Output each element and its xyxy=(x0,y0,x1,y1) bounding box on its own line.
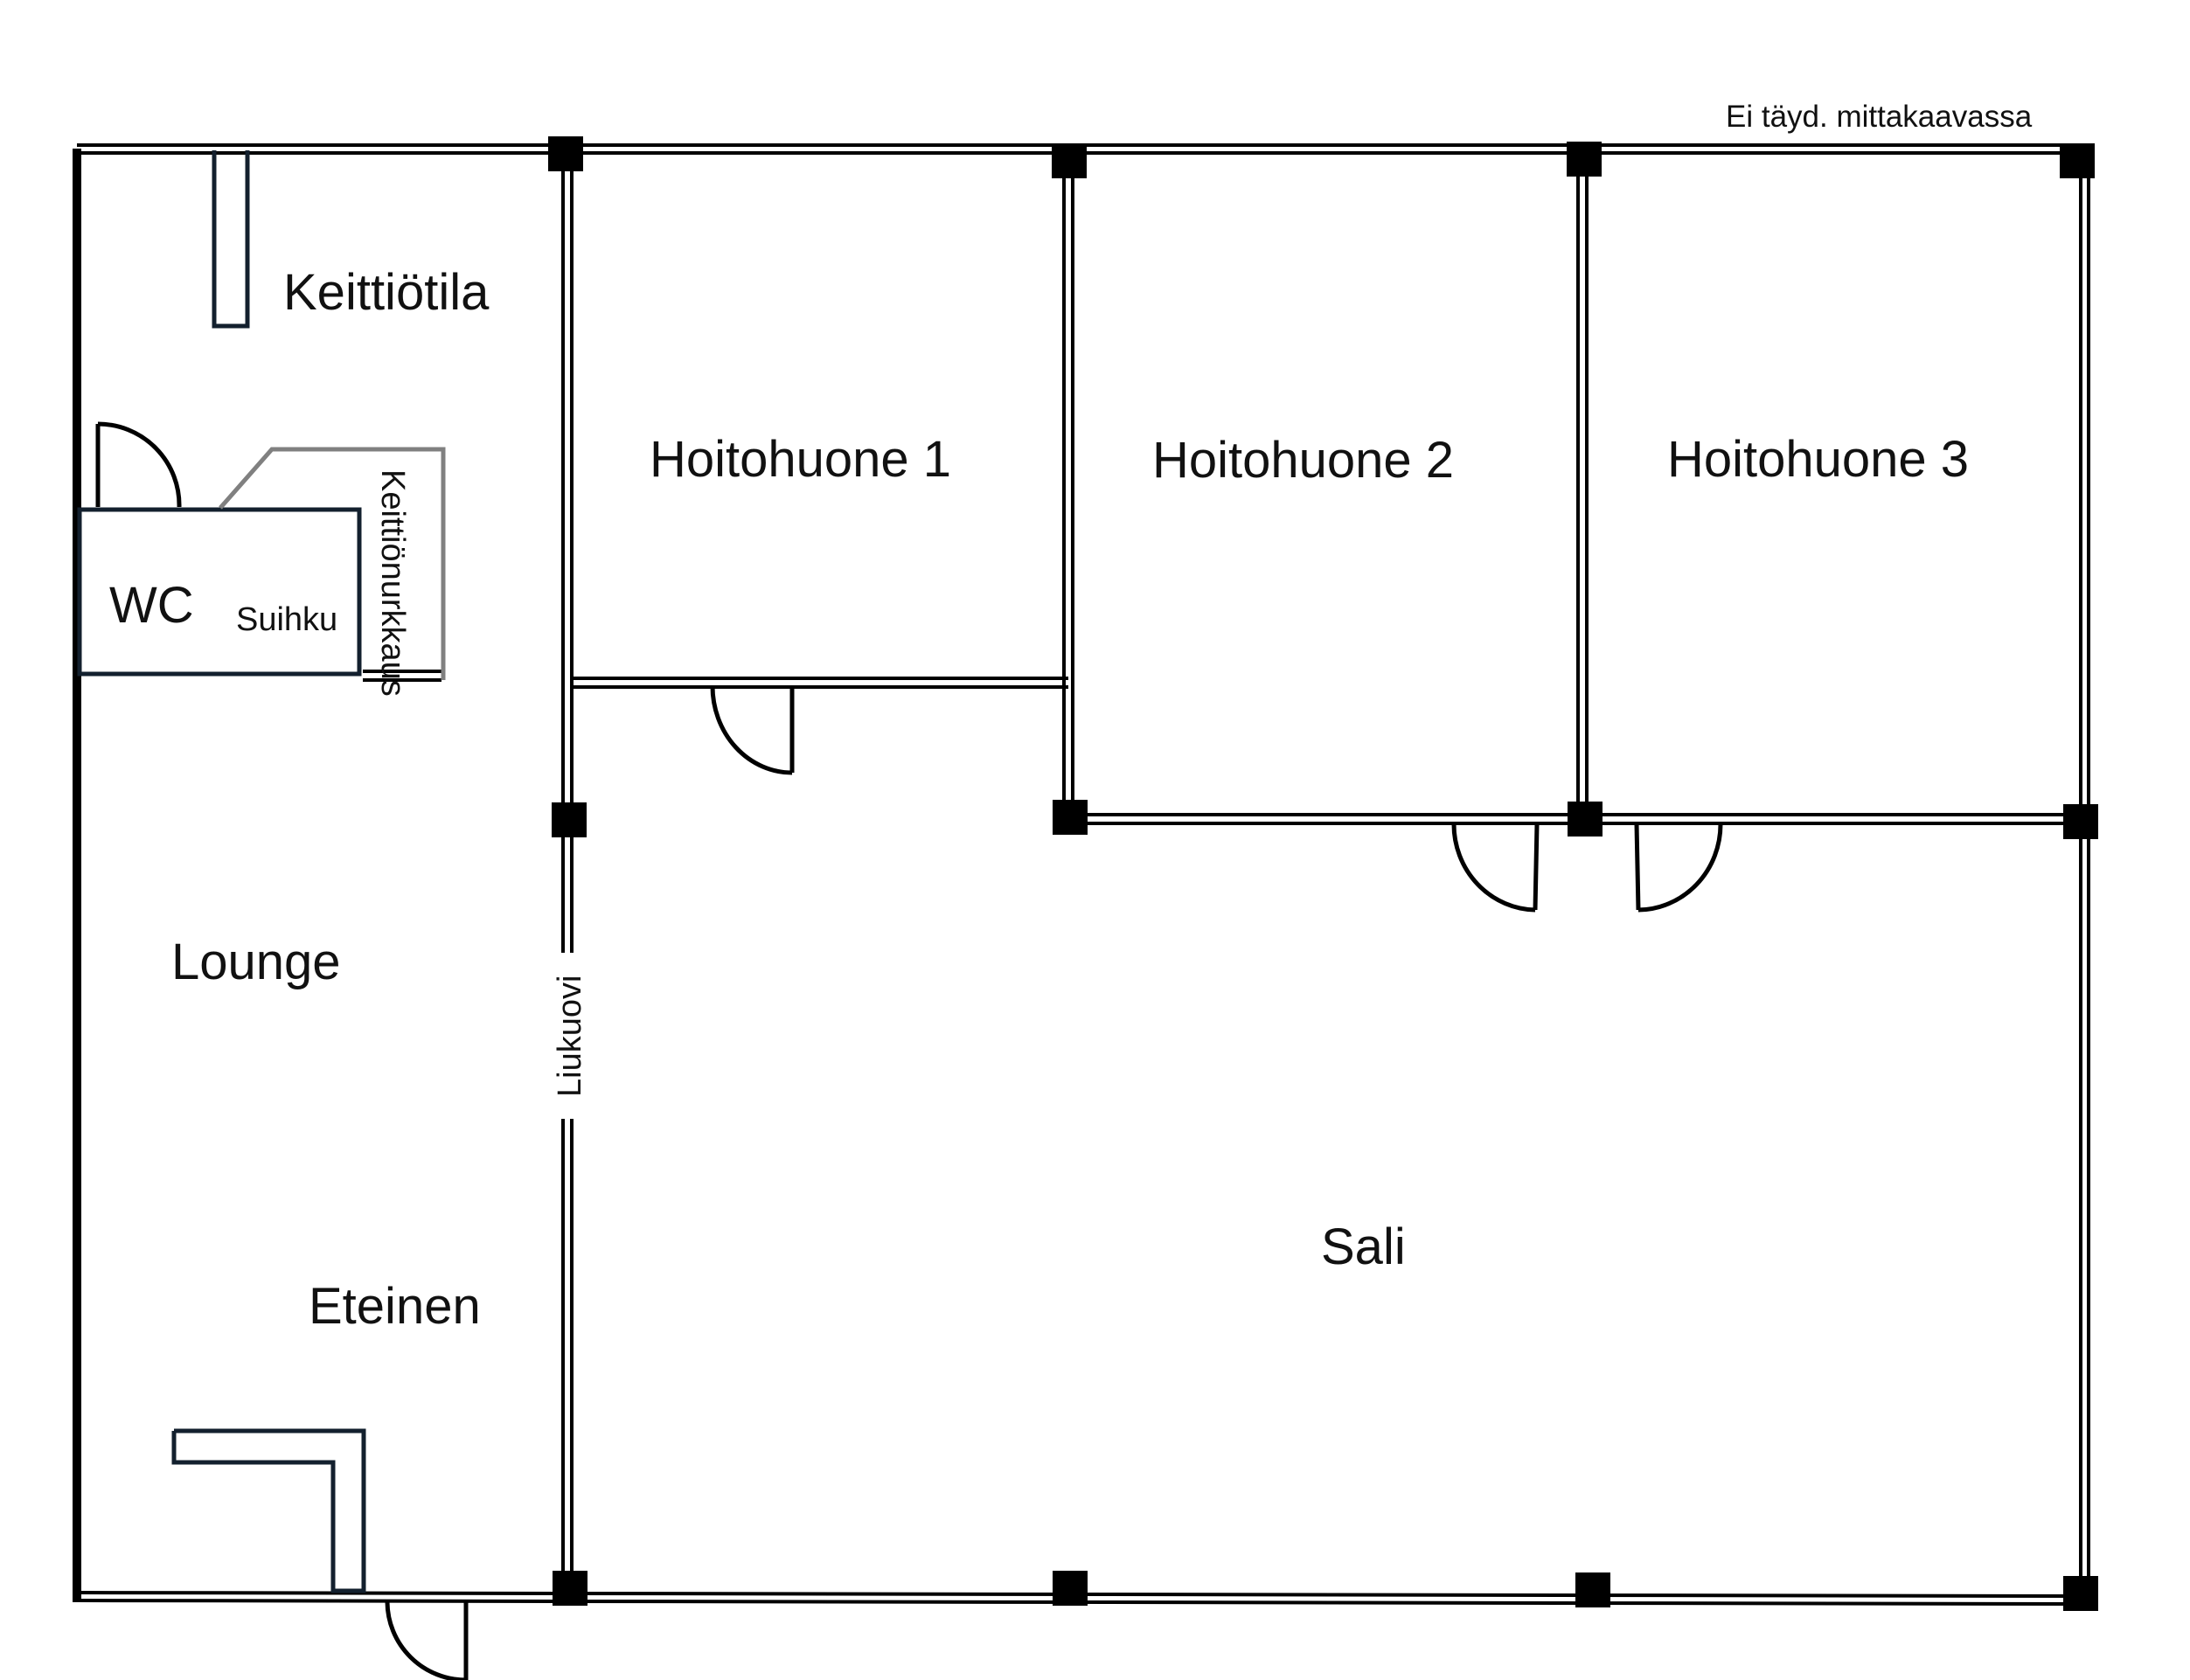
exterior-walls xyxy=(73,143,2090,1607)
room-label-wc: WC xyxy=(109,577,194,634)
room1-door xyxy=(710,685,795,775)
entrance-counter xyxy=(171,1428,366,1593)
pillar xyxy=(2063,1576,2098,1611)
pillar xyxy=(548,136,583,171)
pillars xyxy=(548,136,2098,1611)
wc-shower-room xyxy=(77,507,362,677)
room-label-keittionurkkaus: Keittiönurkkaus xyxy=(374,469,411,697)
room-label-suihku: Suihku xyxy=(236,601,337,638)
room2-door xyxy=(1451,823,1540,913)
wc-door xyxy=(95,421,182,508)
entrance-door xyxy=(385,1601,469,1680)
kitchenette xyxy=(219,447,446,680)
kitchen-counter xyxy=(212,150,250,329)
room3-door xyxy=(1634,823,1723,913)
pillar xyxy=(1568,802,1603,837)
room-label-keittiotila: Keittiötila xyxy=(283,264,490,321)
room-label-hoitohuone-3: Hoitohuone 3 xyxy=(1667,431,1969,488)
pillar xyxy=(2060,143,2095,178)
pillar xyxy=(1053,1571,1088,1606)
room-label-lounge: Lounge xyxy=(171,934,341,990)
pillar xyxy=(2063,804,2098,839)
room-label-hoitohuone-1: Hoitohuone 1 xyxy=(650,431,951,488)
scale-note: Ei täyd. mittakaavassa xyxy=(1726,100,2033,134)
pillar xyxy=(1052,143,1087,178)
room-label-sali: Sali xyxy=(1321,1218,1406,1275)
room-label-hoitohuone-2: Hoitohuone 2 xyxy=(1152,432,1454,489)
pillar xyxy=(1567,142,1602,177)
kitchenette-outline xyxy=(219,447,446,680)
pillar xyxy=(552,802,587,837)
pillar xyxy=(1575,1572,1610,1607)
interior-walls xyxy=(363,152,2083,1586)
label-liukuovi: Liukuovi xyxy=(552,975,588,1097)
doors xyxy=(95,421,1723,1680)
fixtures xyxy=(77,150,366,1593)
room-label-eteinen: Eteinen xyxy=(309,1278,481,1335)
pillar xyxy=(553,1571,587,1606)
pillar xyxy=(1053,800,1088,835)
